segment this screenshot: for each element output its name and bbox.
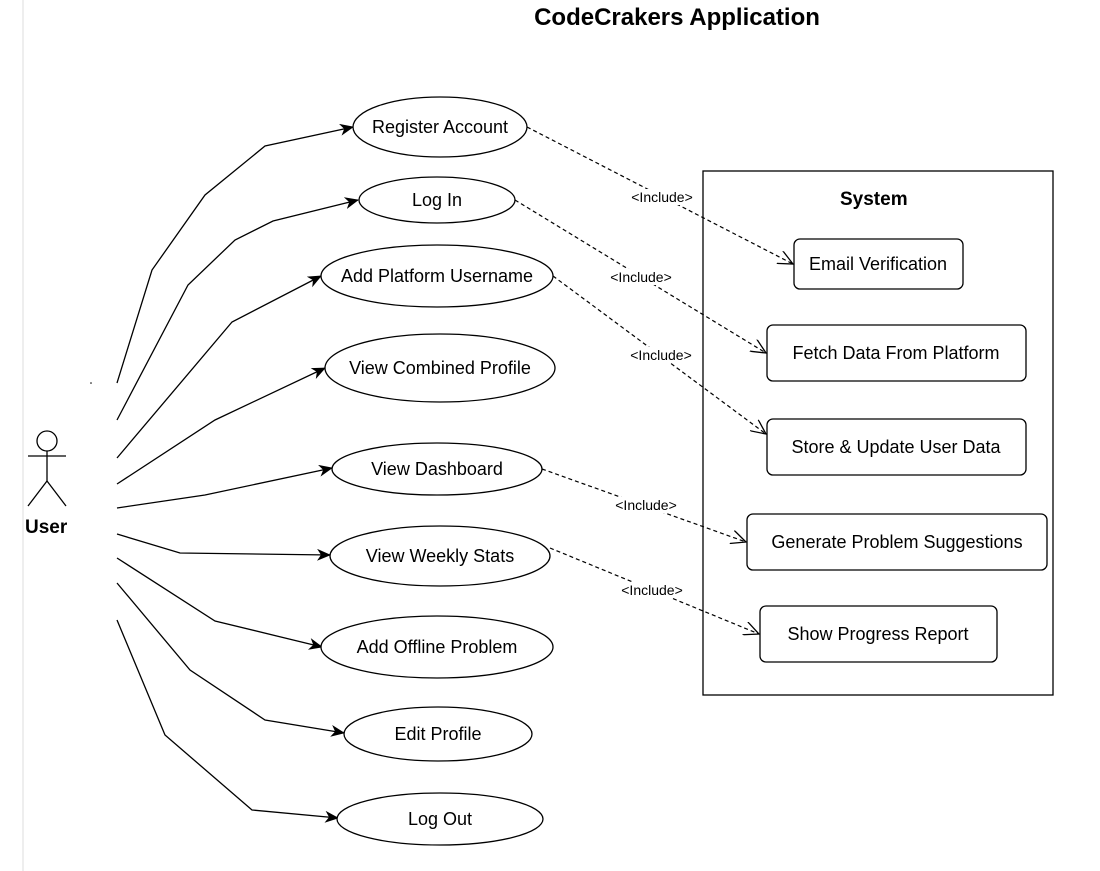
use-case-label-view-combined-profile: View Combined Profile (349, 358, 531, 378)
use-case-view-weekly-stats[interactable] (329, 525, 551, 587)
assoc-login (116, 197, 359, 421)
use-case-label-log-out: Log Out (408, 809, 472, 829)
system-label-generate-suggestions: Generate Problem Suggestions (771, 532, 1022, 552)
assoc-view-weekly-stats (116, 533, 331, 561)
include-label-register-email: <Include> (631, 189, 693, 205)
diagram-title: CodeCrakers Application (534, 4, 820, 31)
assoc-view-combined-profile (116, 367, 326, 485)
left-border (22, 0, 24, 871)
include-label-platform-store: <Include> (630, 347, 692, 363)
use-case-view-combined-profile[interactable] (324, 333, 556, 403)
assoc-register (116, 123, 354, 384)
system-label-fetch-data: Fetch Data From Platform (792, 343, 999, 363)
use-case-label-register: Register Account (372, 117, 508, 137)
stray-dot (90, 382, 92, 384)
use-case-label-add-platform-username: Add Platform Username (341, 266, 533, 286)
include-line-platform-store (552, 275, 766, 434)
include-label-login-fetch: <Include> (610, 269, 672, 285)
include-label-weekly-progress: <Include> (621, 582, 683, 598)
assoc-log-out (116, 619, 339, 823)
system-label-email-verification: Email Verification (809, 254, 947, 274)
system-label-store-update: Store & Update User Data (791, 437, 1001, 457)
system-label-progress-report: Show Progress Report (787, 624, 968, 644)
use-case-label-add-offline-problem: Add Offline Problem (357, 637, 518, 657)
actor-icon (27, 430, 67, 507)
assoc-add-platform-username (116, 275, 322, 459)
use-case-label-view-weekly-stats: View Weekly Stats (366, 546, 514, 566)
use-case-label-login: Log In (412, 190, 462, 210)
use-case-add-offline-problem[interactable] (320, 615, 554, 679)
assoc-view-dashboard (116, 464, 333, 509)
assoc-edit-profile (116, 582, 345, 737)
system-title: System (840, 189, 908, 210)
assoc-add-offline-problem (116, 557, 323, 650)
include-label-dashboard-suggestions: <Include> (615, 497, 677, 513)
system-box-store-update[interactable] (766, 418, 1027, 476)
actor-label: User (25, 517, 68, 538)
system-boundary (702, 170, 1054, 696)
use-case-edit-profile[interactable] (343, 706, 533, 762)
use-case-label-edit-profile: Edit Profile (394, 724, 481, 744)
use-case-log-out[interactable] (336, 792, 544, 846)
use-case-label-view-dashboard: View Dashboard (371, 459, 503, 479)
